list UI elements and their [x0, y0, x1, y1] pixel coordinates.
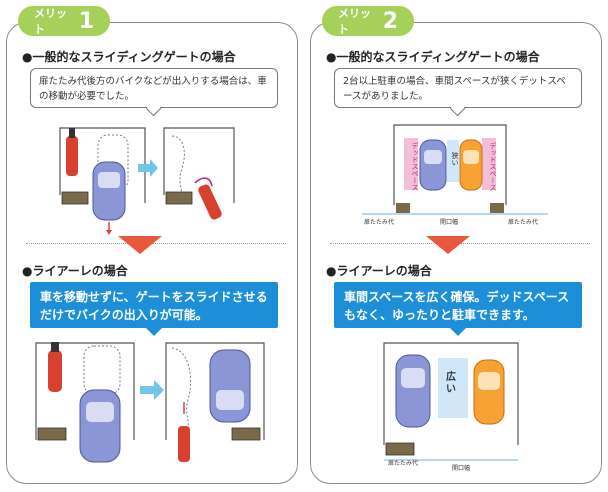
fold-width-label: 扉たたみ代 — [388, 460, 419, 467]
folded-gate — [61, 191, 89, 205]
folded-gate — [165, 191, 193, 205]
folded-gate — [396, 203, 410, 213]
path-arrow-icon — [194, 177, 213, 187]
ghost-motorcycle-outline — [171, 347, 192, 433]
right-arrow-icon — [138, 159, 158, 177]
merit2-badge-number: 2 — [382, 8, 398, 34]
car-icon — [209, 349, 251, 423]
merit2-badge-word: メリット — [338, 7, 371, 36]
folded-gate — [490, 203, 504, 213]
car-icon — [459, 139, 483, 191]
lot-outline — [35, 342, 135, 440]
merit2-after-callout: 車間スペースを広く確保。デッドスペースもなく、ゆったりと駐車できます。 — [334, 282, 582, 336]
merit2-badge: メリット 2 — [322, 6, 414, 36]
car-icon — [473, 359, 505, 425]
wide-label: 広い — [446, 372, 456, 395]
fold-width-label-left: 扉たたみ代 — [364, 219, 395, 226]
wide-space — [438, 358, 468, 418]
motorcycle-icon — [198, 184, 222, 220]
fold-width-label-right: 扉たたみ代 — [508, 219, 539, 226]
folded-gate — [37, 427, 67, 441]
car-icon — [79, 389, 121, 463]
car-icon — [395, 354, 431, 428]
car-icon — [419, 139, 447, 191]
merit2-before-heading: ●一般的なスライディングゲートの場合 — [326, 50, 540, 64]
narrow-space — [447, 140, 459, 182]
opening-width-label: 開口幅 — [452, 465, 471, 472]
merit2-before-bubble: 2台以上駐車の場合、車間スペースが狭くデットスペースがありました。 — [334, 68, 582, 108]
dead-space-right-label: デッドスペース — [489, 142, 497, 191]
merit1-badge-word: メリット — [34, 7, 67, 36]
merit2-after-heading: ●ライアーレの場合 — [326, 264, 432, 278]
merit1-down-arrow-icon — [118, 236, 162, 254]
merit1-badge: メリット 1 — [18, 6, 110, 36]
narrow-label: 狭い — [451, 152, 459, 166]
lot-outline — [393, 124, 507, 205]
lot-outline — [165, 342, 265, 440]
dead-space-right — [482, 138, 496, 190]
opening-width-label: 開口幅 — [440, 219, 459, 226]
folded-gate — [231, 427, 261, 441]
motorcycle-icon — [66, 128, 78, 176]
lot-outline — [163, 127, 235, 203]
merit1-before-heading: ●一般的なスライディングゲートの場合 — [22, 50, 236, 64]
dead-space-left — [404, 138, 418, 190]
folded-gate — [385, 442, 415, 456]
ghost-car-outline — [171, 135, 185, 201]
merit1-badge-number: 1 — [78, 8, 94, 34]
merit1-after-callout: 車を移動せずに、ゲートをスライドさせるだけでバイクの出入りが可能。 — [30, 282, 278, 336]
ghost-car-outline — [83, 345, 121, 395]
lot-outline — [383, 342, 519, 445]
merit1-after-heading: ●ライアーレの場合 — [22, 264, 128, 278]
motorcycle-icon — [48, 342, 62, 392]
dead-space-left-label: デッドスペース — [411, 142, 419, 191]
car-icon — [92, 161, 126, 221]
merit1-before-bubble: 扉たたみ代後方のバイクなどが出入りする場合は、車の移動が必要でした。 — [30, 68, 278, 108]
motorcycle-icon — [178, 426, 190, 462]
merit2-down-arrow-icon — [426, 236, 470, 254]
right-arrow-icon — [140, 380, 164, 400]
